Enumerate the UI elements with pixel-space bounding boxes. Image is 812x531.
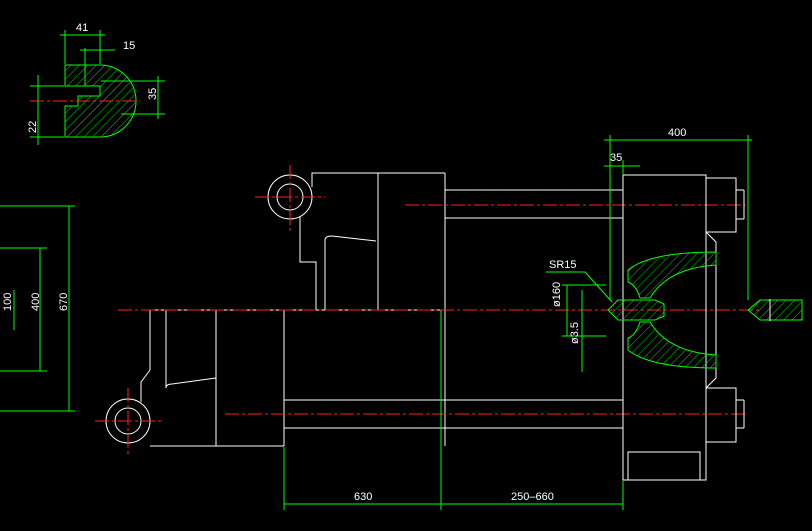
dim-slot-bottom: 22 xyxy=(27,121,39,133)
fixed-platen xyxy=(622,174,745,481)
t-slot-detail xyxy=(30,30,165,145)
dim-top-35: 35 xyxy=(610,152,622,164)
dim-slot-gap: 15 xyxy=(123,40,135,52)
sprue-bushing-section xyxy=(627,251,717,299)
dim-slot-height: 35 xyxy=(147,88,159,100)
nozzle-external xyxy=(747,299,803,321)
dim-left-400: 400 xyxy=(30,293,42,311)
dim-left-670: 670 xyxy=(58,293,70,311)
left-dimension-chain xyxy=(0,205,75,412)
nozzle-inside xyxy=(607,299,665,321)
bottom-dimensions xyxy=(283,310,624,510)
dim-bottom-630: 630 xyxy=(354,491,372,503)
tie-bars xyxy=(225,189,745,429)
dim-left-100: 100 xyxy=(2,293,14,311)
dim-bottom-range: 250–660 xyxy=(511,491,554,503)
dim-dia160: ø160 xyxy=(551,282,563,307)
dim-sr15: SR15 xyxy=(549,259,577,271)
right-dimensions xyxy=(546,135,752,372)
dim-dia35: ø3.5 xyxy=(569,322,581,344)
dim-top-400: 400 xyxy=(668,127,686,139)
dim-slot-width: 41 xyxy=(76,22,88,34)
